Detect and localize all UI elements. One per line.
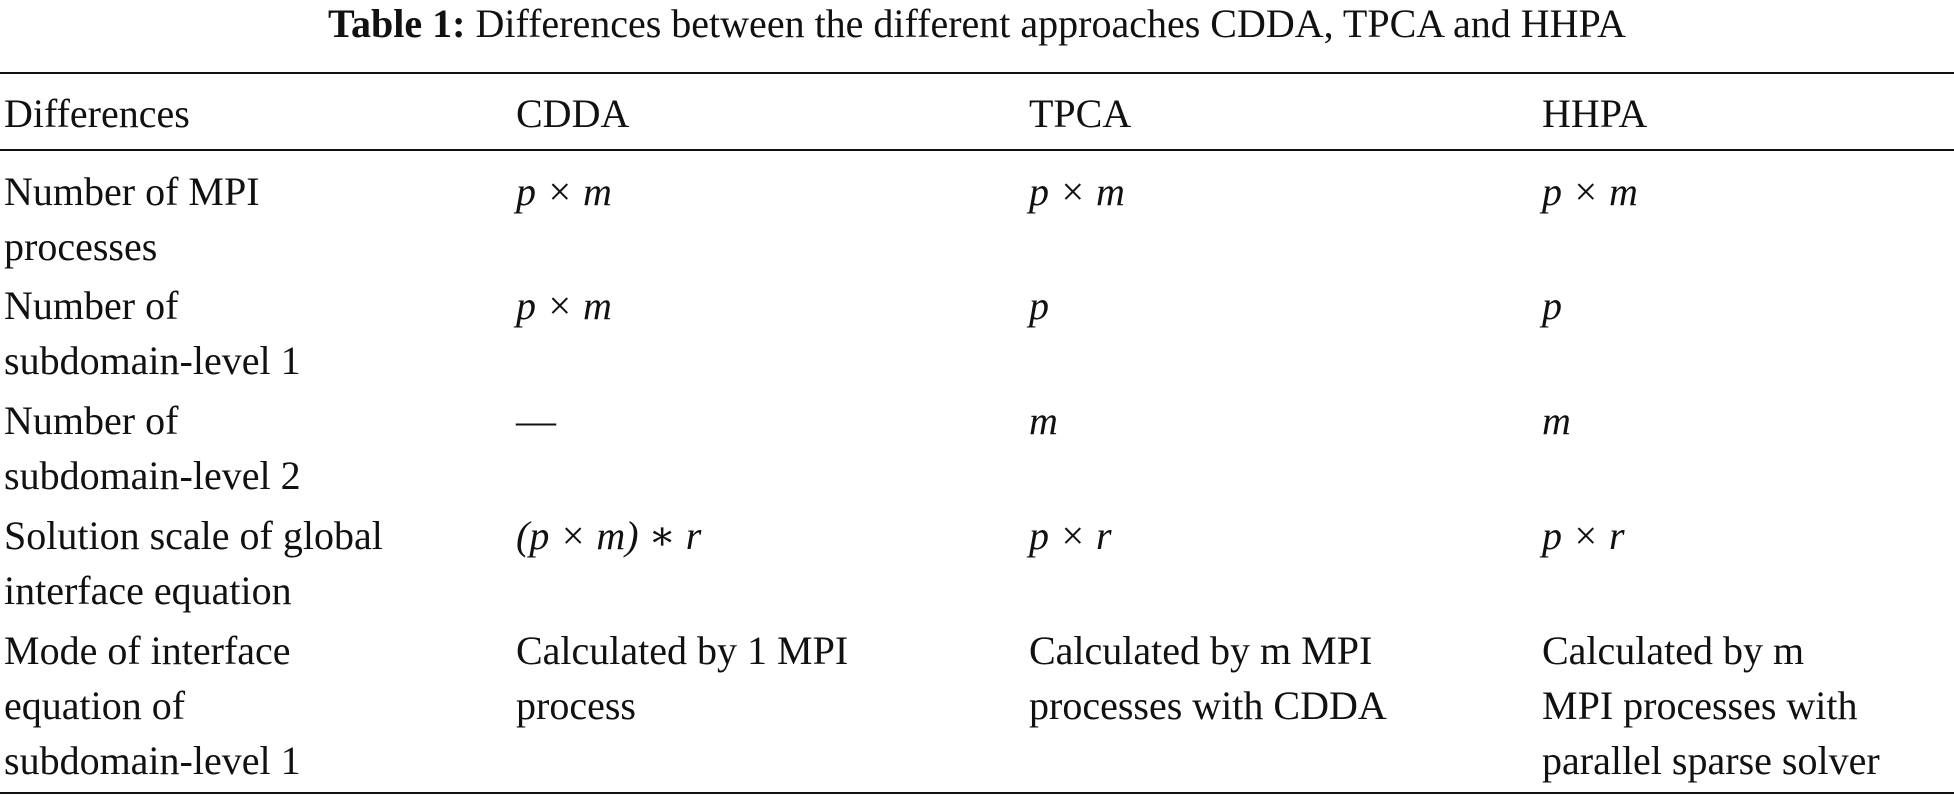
caption-text: Differences between the different approa… — [475, 1, 1626, 46]
cell-cdda-subdomain-level-1: p × m — [516, 283, 612, 328]
row-label-line: Number of — [4, 283, 179, 328]
cell-hhpa-mpi-processes: p × m — [1542, 169, 1638, 214]
cell-line: MPI processes with — [1542, 683, 1858, 728]
row-label-subdomain-level-1: Number of subdomain-level 1 — [4, 278, 301, 388]
cell-line: parallel sparse solver — [1542, 738, 1880, 783]
table-header-rule — [0, 149, 1954, 151]
cell-tpca-mode-of-interface: Calculated by m MPI processes with CDDA — [1029, 623, 1387, 733]
row-label-line: processes — [4, 224, 158, 269]
cell-hhpa-solution-scale: p × r — [1542, 513, 1625, 558]
row-label-line: interface equation — [4, 568, 292, 613]
row-label-solution-scale: Solution scale of global interface equat… — [4, 508, 383, 618]
row-label-line: Mode of interface — [4, 628, 291, 673]
cell-hhpa-mode-of-interface: Calculated by m MPI processes with paral… — [1542, 623, 1880, 788]
cell-tpca-mpi-processes: p × m — [1029, 169, 1125, 214]
cell-line: Calculated by m — [1542, 628, 1805, 673]
cell-line: process — [516, 683, 636, 728]
cell-tpca-subdomain-level-2: m — [1029, 398, 1058, 443]
cell-line: Calculated by m MPI — [1029, 628, 1373, 673]
cell-tpca-subdomain-level-1: p — [1029, 283, 1049, 328]
cell-cdda-mpi-processes: p × m — [516, 169, 612, 214]
cell-line: processes with CDDA — [1029, 683, 1387, 728]
table-caption: Table 1: Differences between the differe… — [0, 0, 1954, 48]
cell-hhpa-subdomain-level-1: p — [1542, 283, 1562, 328]
header-differences: Differences — [4, 91, 190, 136]
row-label-subdomain-level-2: Number of subdomain-level 2 — [4, 393, 301, 503]
cell-cdda-mode-of-interface: Calculated by 1 MPI process — [516, 623, 848, 733]
row-label-line: subdomain-level 1 — [4, 738, 301, 783]
header-hhpa: HHPA — [1542, 91, 1648, 136]
caption-label: Table 1: — [328, 1, 466, 46]
cell-cdda-subdomain-level-2: — — [516, 398, 556, 443]
cell-cdda-solution-scale: (p × m) ∗ r — [516, 513, 702, 558]
row-label-line: subdomain-level 1 — [4, 338, 301, 383]
row-label-line: subdomain-level 2 — [4, 453, 301, 498]
table-bottom-rule — [0, 792, 1954, 794]
row-label-line: Number of MPI — [4, 169, 260, 214]
row-label-line: equation of — [4, 683, 186, 728]
row-label-mode-of-interface: Mode of interface equation of subdomain-… — [4, 623, 301, 788]
row-label-line: Number of — [4, 398, 179, 443]
header-tpca: TPCA — [1029, 91, 1132, 136]
cell-hhpa-subdomain-level-2: m — [1542, 398, 1571, 443]
table-top-rule — [0, 72, 1954, 74]
cell-line: Calculated by 1 MPI — [516, 628, 849, 673]
cell-tpca-solution-scale: p × r — [1029, 513, 1112, 558]
header-cdda: CDDA — [516, 91, 630, 136]
row-label-mpi-processes: Number of MPI processes — [4, 164, 260, 274]
row-label-line: Solution scale of global — [4, 513, 383, 558]
